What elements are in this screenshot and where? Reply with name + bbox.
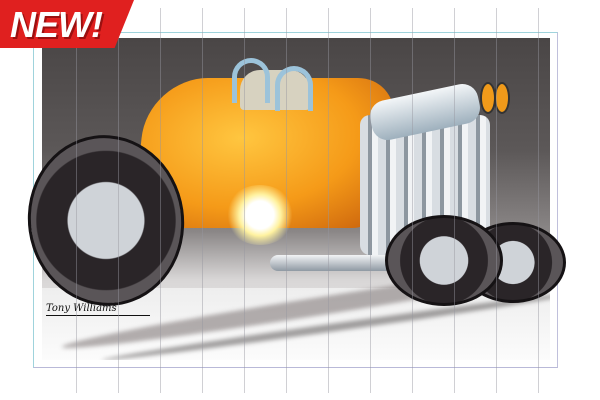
rear-tire-near [385, 215, 503, 306]
grid-line [286, 8, 287, 393]
roll-bar [275, 66, 313, 111]
grid-line [370, 8, 371, 393]
grid-line [118, 8, 119, 393]
new-badge: NEW! [10, 4, 103, 45]
artist-signature: Tony Williams [46, 303, 150, 316]
grid-line [76, 8, 77, 393]
light-flare [225, 185, 295, 245]
grid-line [454, 8, 455, 393]
grid-line [328, 8, 329, 393]
grid-line [244, 8, 245, 393]
exhaust-pipe [270, 255, 400, 271]
grid-line [496, 8, 497, 393]
grid-line [538, 8, 539, 393]
air-scoop [494, 82, 510, 114]
grid-line [202, 8, 203, 393]
roll-bar [232, 58, 270, 103]
grid-line [160, 8, 161, 393]
grid-line [412, 8, 413, 393]
